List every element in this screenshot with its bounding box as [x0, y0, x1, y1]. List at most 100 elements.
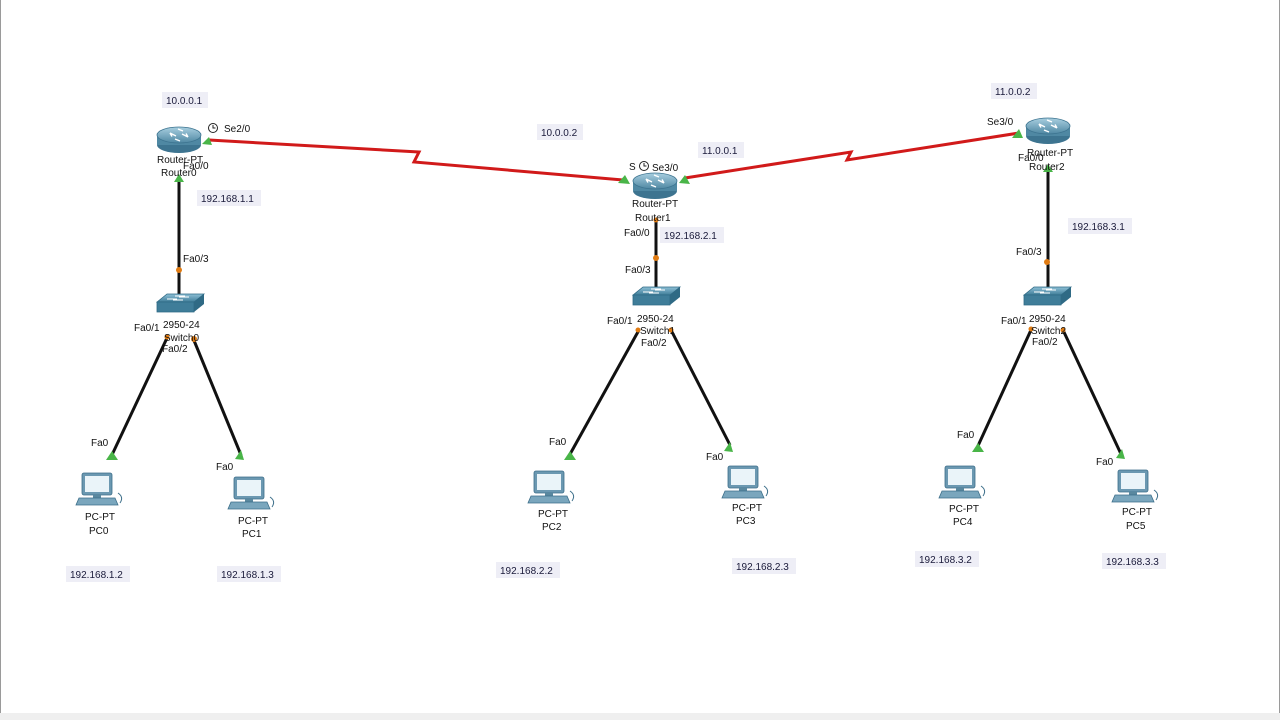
port-indicator — [635, 327, 641, 333]
note-text: 192.168.2.2 — [500, 566, 553, 577]
pc-4-name: PC4 — [953, 517, 973, 528]
ethernet-link-sw0-pc1[interactable] — [191, 337, 243, 456]
link-up-indicator — [1012, 129, 1023, 138]
port-label-r2-lan: Fa0/0 — [1018, 153, 1044, 164]
note-text: 192.168.3.3 — [1106, 557, 1159, 568]
port-label-sw1-uplink: Fa0/3 — [625, 265, 651, 276]
link-up-indicator — [106, 451, 118, 460]
pc-5[interactable]: PC-PT PC5 — [1111, 469, 1159, 532]
pc-icon — [75, 472, 123, 506]
switch-1-model: 2950-24 — [637, 314, 674, 325]
pc-icon — [938, 465, 986, 499]
switch-0-name: Switch0 — [164, 333, 199, 344]
ip-note-lan3-gateway[interactable]: 192.168.3.1 — [1068, 218, 1132, 234]
note-background — [915, 551, 979, 567]
note-background — [732, 558, 796, 574]
link-up-indicator — [174, 174, 184, 182]
port-label-sw2-left: Fa0/1 — [1001, 316, 1027, 327]
router-2-name: Router2 — [1029, 162, 1065, 173]
port-label-sw2-right: Fa0/2 — [1032, 337, 1058, 348]
port-label-pc0: Fa0 — [91, 438, 109, 449]
pc-icon — [1111, 469, 1159, 503]
port-label-pc3: Fa0 — [706, 452, 724, 463]
note-text: 11.0.0.2 — [995, 87, 1031, 98]
port-indicator — [653, 217, 659, 223]
ip-note-r0-serial[interactable]: 10.0.0.1 — [162, 92, 208, 108]
port-indicator — [668, 327, 674, 333]
port-indicator — [1028, 326, 1034, 332]
pc-5-model: PC-PT — [1122, 507, 1152, 518]
pc-3[interactable]: PC-PT PC3 — [721, 465, 769, 527]
serial-link-r0-r1[interactable] — [208, 138, 624, 182]
switch-0[interactable]: 2950-24 Switch0 — [156, 293, 205, 344]
ethernet-link-sw2-pc5[interactable] — [1061, 329, 1123, 455]
link-up-indicator — [1116, 449, 1125, 459]
port-indicator — [1060, 327, 1066, 333]
port-indicator — [176, 267, 182, 273]
port-indicator — [653, 255, 659, 261]
ethernet-link-sw0-pc0[interactable] — [109, 337, 169, 458]
note-background — [1102, 553, 1166, 569]
switch-icon — [632, 286, 681, 306]
ip-note-lan1-gateway[interactable]: 192.168.1.1 — [197, 190, 261, 206]
switch-2-name: Switch2 — [1031, 326, 1066, 337]
port-label-sw0-uplink: Fa0/3 — [183, 254, 209, 265]
router-icon — [1025, 117, 1071, 145]
note-text: 192.168.3.2 — [919, 555, 972, 566]
ip-note-pc5[interactable]: 192.168.3.3 — [1102, 553, 1166, 569]
switch-1[interactable]: 2950-24 Switch1 — [632, 286, 681, 337]
note-background — [217, 566, 281, 582]
router-1[interactable]: Router-PT Router1 — [632, 172, 678, 224]
port-label-r0-serial: Se2/0 — [224, 124, 251, 135]
switch-1-name: Switch1 — [640, 326, 675, 337]
port-label-pc1: Fa0 — [216, 462, 234, 473]
pc-4[interactable]: PC-PT PC4 — [938, 465, 986, 528]
switch-icon — [156, 293, 205, 313]
note-background — [162, 92, 208, 108]
router-2-model: Router-PT — [1027, 148, 1073, 159]
ip-note-lan2-gateway[interactable]: 192.168.2.1 — [660, 227, 724, 243]
switch-icon — [1023, 286, 1072, 306]
port-indicator — [1044, 259, 1050, 265]
router-0-model: Router-PT — [157, 155, 203, 166]
pc-1[interactable]: PC-PT PC1 — [227, 476, 275, 540]
clock-icon — [208, 123, 218, 133]
port-label-sw0-left: Fa0/1 — [134, 323, 160, 334]
router-icon — [632, 172, 678, 200]
note-background — [660, 227, 724, 243]
ip-note-r1-serial-left[interactable]: 10.0.0.2 — [537, 124, 583, 140]
ethernet-link-sw2-pc4[interactable] — [975, 329, 1033, 449]
ip-note-r2-serial[interactable]: 11.0.0.2 — [991, 83, 1037, 99]
ip-note-pc3[interactable]: 192.168.2.3 — [732, 558, 796, 574]
ip-note-pc4[interactable]: 192.168.3.2 — [915, 551, 979, 567]
pc-3-name: PC3 — [736, 516, 756, 527]
pc-0[interactable]: PC-PT PC0 — [75, 472, 123, 537]
serial-link-r1-r2[interactable] — [684, 131, 1020, 180]
ethernet-link-sw1-pc2[interactable] — [567, 329, 641, 457]
ip-note-r1-serial-right[interactable]: 11.0.0.1 — [698, 142, 744, 158]
link-up-indicator — [618, 175, 630, 184]
note-background — [991, 83, 1037, 99]
port-indicator — [164, 334, 170, 340]
pc-2[interactable]: PC-PT PC2 — [527, 470, 575, 533]
note-text: 10.0.0.2 — [541, 128, 578, 139]
pc-0-name: PC0 — [89, 526, 109, 537]
ip-note-pc1[interactable]: 192.168.1.3 — [217, 566, 281, 582]
router-0[interactable]: Router-PT Router0 — [156, 126, 203, 179]
port-label-r1-lan: Fa0/0 — [624, 228, 650, 239]
router-2[interactable]: Router-PT Router2 — [1025, 117, 1073, 173]
ethernet-link-sw1-pc3[interactable] — [669, 329, 732, 446]
router-1-name: Router1 — [635, 213, 671, 224]
pc-1-model: PC-PT — [238, 516, 268, 527]
port-label-sw0-right: Fa0/2 — [162, 344, 188, 355]
ip-note-pc2[interactable]: 192.168.2.2 — [496, 562, 560, 578]
note-background — [698, 142, 744, 158]
pc-0-model: PC-PT — [85, 512, 115, 523]
port-label-pc2: Fa0 — [549, 437, 567, 448]
port-label-r1-serial-left: S — [629, 162, 636, 173]
link-up-indicator — [1043, 164, 1053, 172]
ip-note-pc0[interactable]: 192.168.1.2 — [66, 566, 130, 582]
switch-2[interactable]: 2950-24 Switch2 — [1023, 286, 1072, 337]
